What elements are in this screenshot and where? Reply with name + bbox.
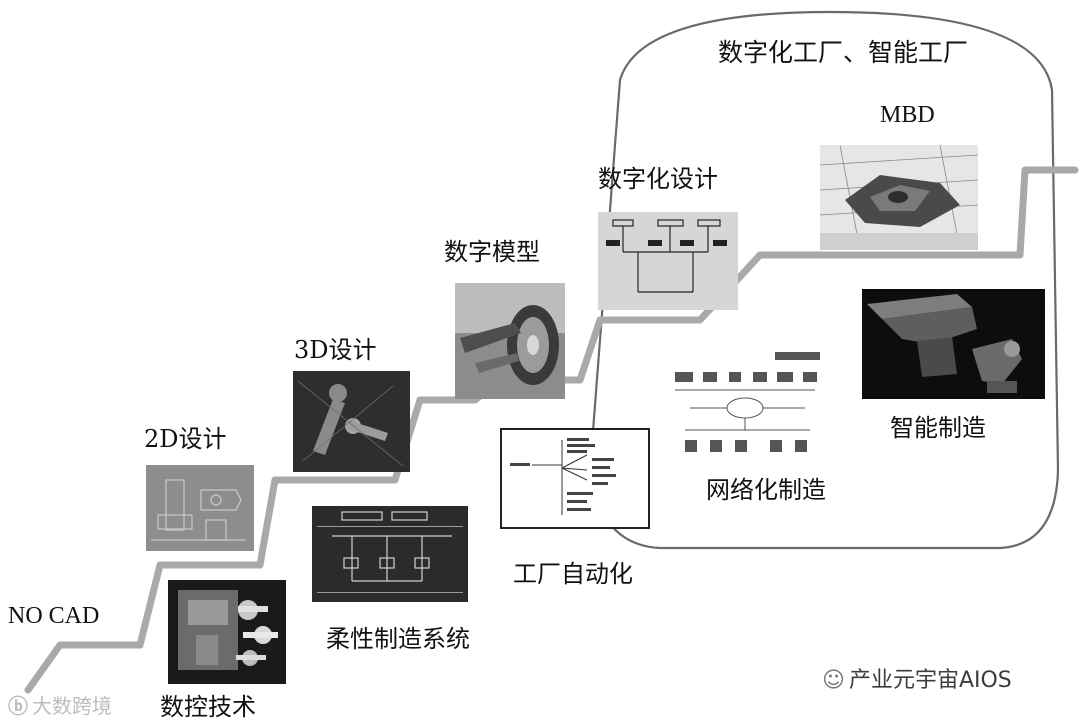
label-digital-design: 数字化设计 — [598, 167, 718, 191]
label-fms: 柔性制造系统 — [326, 627, 470, 651]
label-networked-mfg: 网络化制造 — [706, 478, 826, 502]
nc-machine-image — [168, 580, 286, 684]
wechat-icon: ☺ — [822, 668, 845, 693]
label-2d-design: 2D设计 — [144, 427, 227, 451]
network-diagram-image — [665, 350, 825, 468]
mbd-model-image — [820, 145, 978, 250]
smart-mfg-image — [862, 289, 1045, 399]
region-title: 数字化工厂、智能工厂 — [718, 40, 968, 65]
label-digital-model: 数字模型 — [444, 240, 540, 264]
watermark-right-text: 产业元宇宙AIOS — [849, 668, 1012, 693]
watermark-right: ☺产业元宇宙AIOS — [822, 662, 1012, 694]
factory-automation-image — [500, 428, 650, 529]
label-no-cad: NO CAD — [8, 604, 99, 628]
3d-design-image — [293, 371, 410, 472]
label-factory-automation: 工厂自动化 — [513, 562, 633, 586]
2d-drawing-image — [146, 465, 254, 551]
watermark-left-text: 大数跨境 — [32, 694, 112, 718]
fms-schematic-image — [312, 506, 468, 602]
digital-model-image — [455, 283, 565, 399]
watermark-left-logo-icon: ⓑ — [8, 694, 28, 718]
label-nc-tech: 数控技术 — [160, 695, 256, 719]
digital-design-image — [598, 212, 738, 310]
label-mbd: MBD — [880, 103, 935, 127]
label-3d-design: 3D设计 — [294, 338, 377, 362]
label-smart-mfg: 智能制造 — [890, 416, 986, 440]
